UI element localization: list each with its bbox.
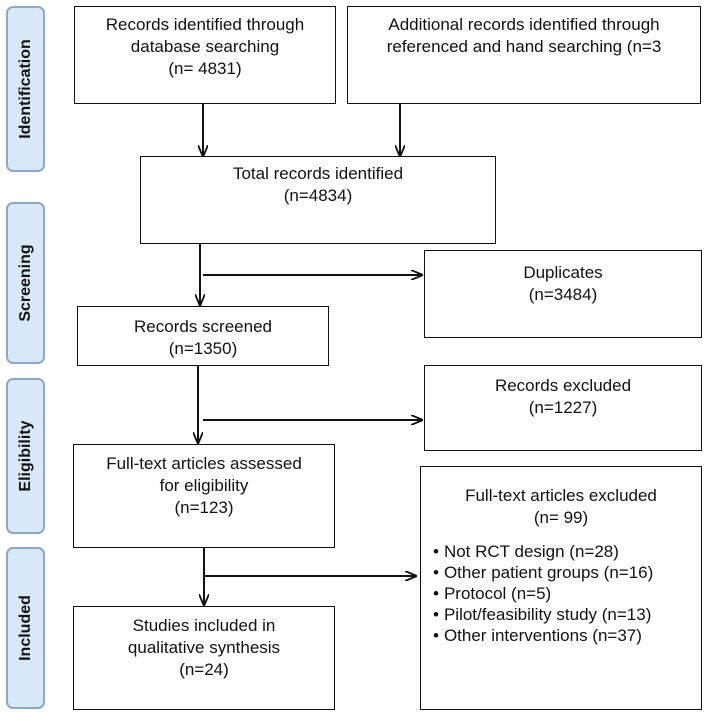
box-studies-included: Studies included in qualitative synthesi… xyxy=(73,606,335,710)
list-item: Protocol (n=5) xyxy=(433,583,701,604)
box-database-search: Records identified through database sear… xyxy=(74,6,336,104)
phase-eligibility: Eligibility xyxy=(6,378,45,534)
box-additional-records: Additional records identified through re… xyxy=(347,6,701,104)
box-records-screened: Records screened (n=1350) xyxy=(77,306,329,366)
list-item: Not RCT design (n=28) xyxy=(433,541,701,562)
box-duplicates: Duplicates (n=3484) xyxy=(424,250,702,338)
box-total-records: Total records identified (n=4834) xyxy=(140,156,496,244)
phase-identification: Identification xyxy=(6,6,45,172)
list-item: Pilot/feasibility study (n=13) xyxy=(433,604,701,625)
phase-included: Included xyxy=(6,547,45,709)
box-fulltext-assessed: Full-text articles assessed for eligibil… xyxy=(73,444,335,548)
box-fulltext-excluded: Full-text articles excluded (n= 99) Not … xyxy=(420,466,702,710)
box-records-excluded: Records excluded (n=1227) xyxy=(424,365,702,451)
list-item: Other interventions (n=37) xyxy=(433,625,701,646)
phase-screening: Screening xyxy=(6,202,45,364)
list-item: Other patient groups (n=16) xyxy=(433,562,701,583)
exclusion-reasons-list: Not RCT design (n=28) Other patient grou… xyxy=(421,541,701,646)
